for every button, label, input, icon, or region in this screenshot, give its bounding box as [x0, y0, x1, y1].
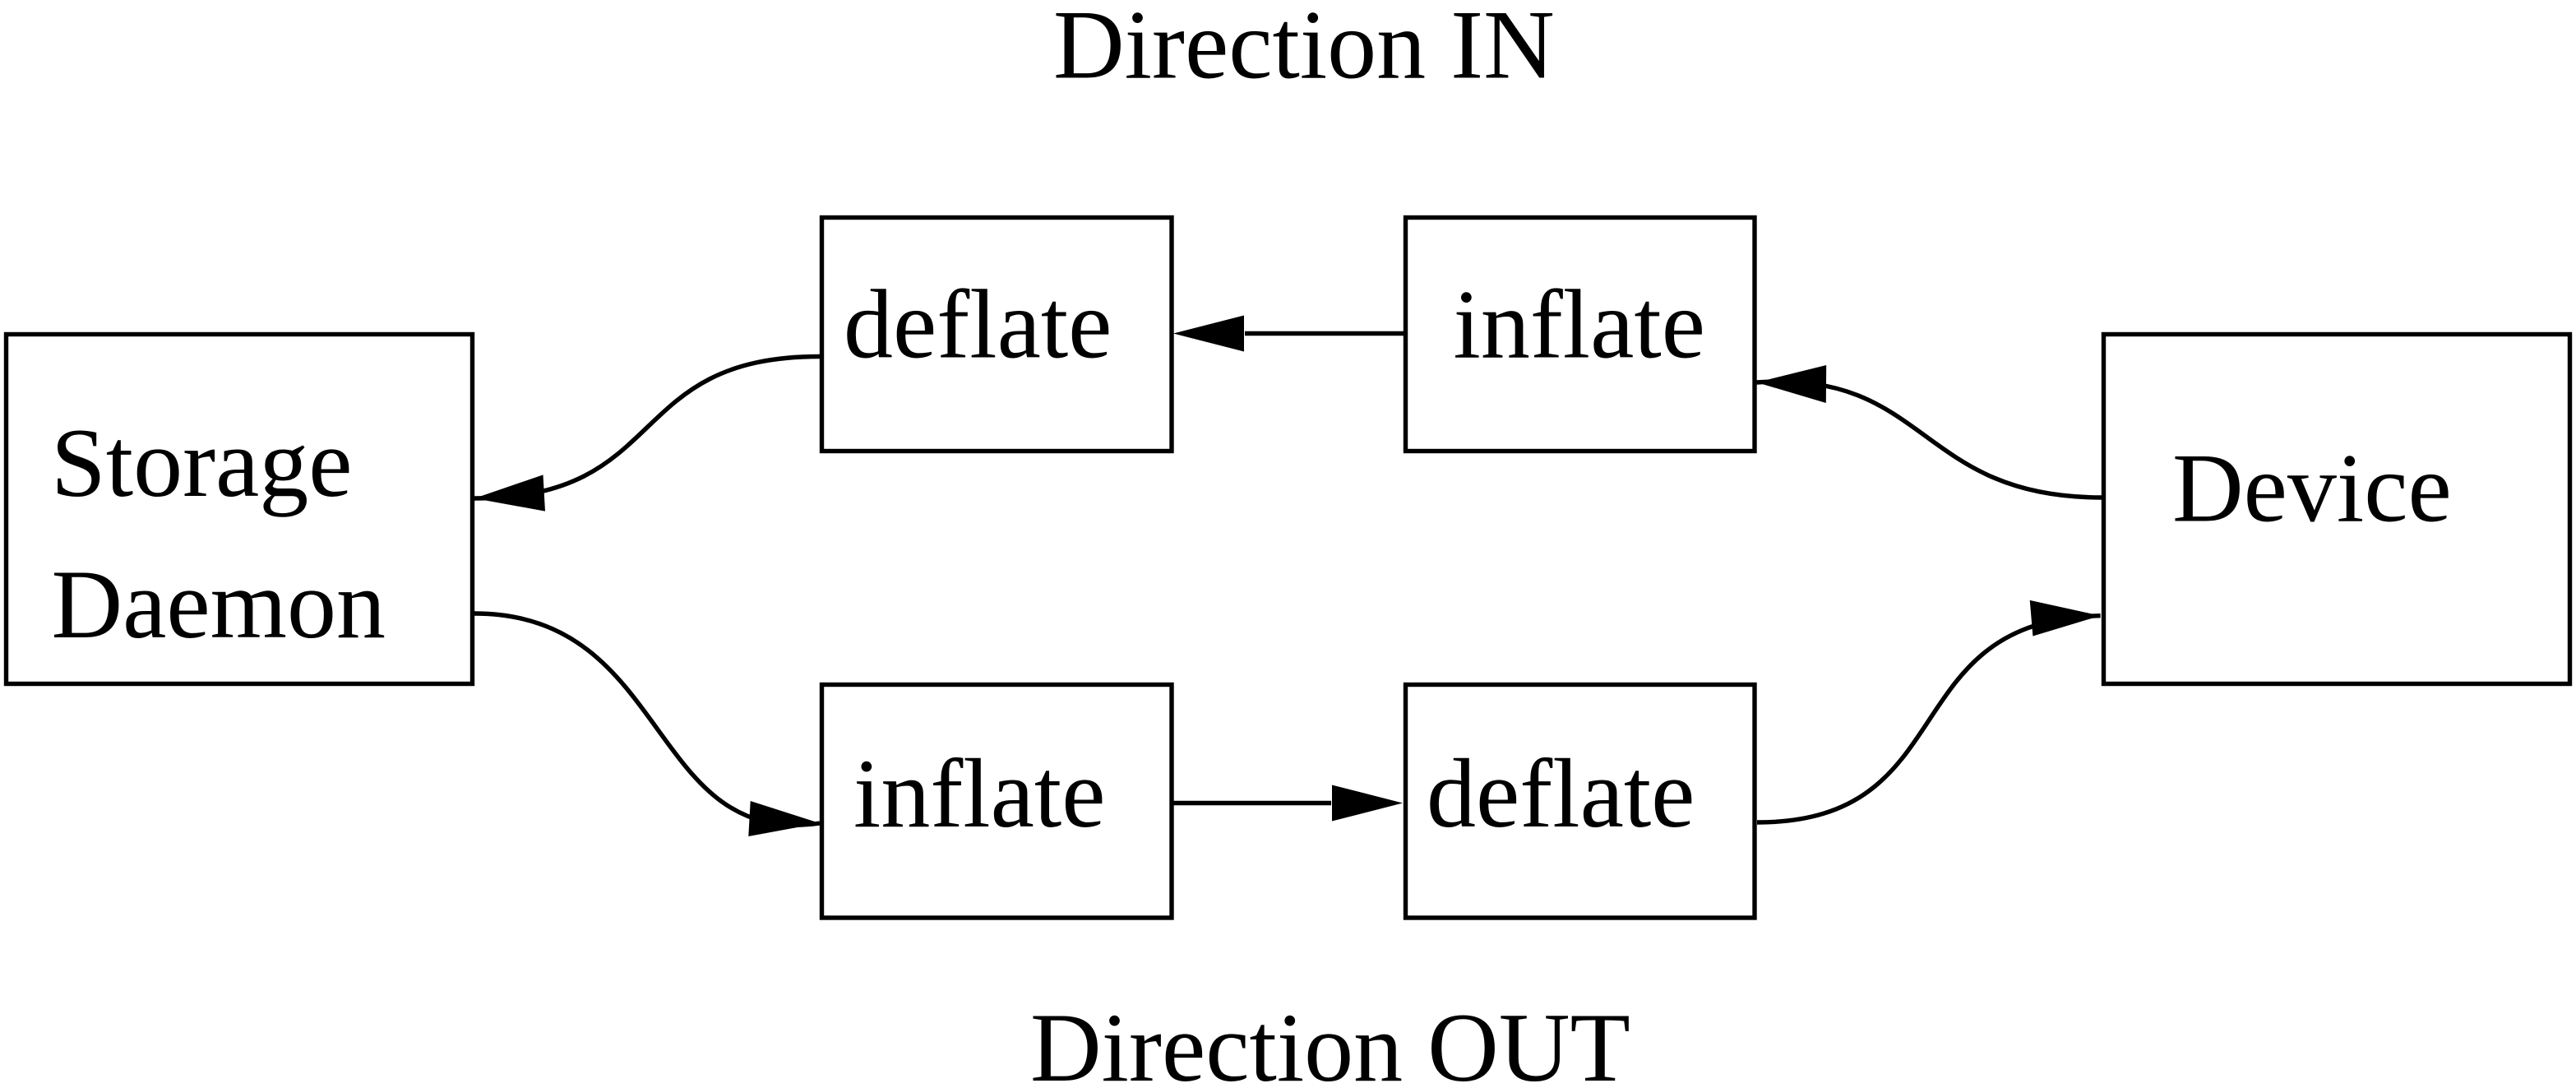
- svg-text:Direction IN: Direction IN: [1053, 0, 1555, 99]
- svg-text:inflate: inflate: [853, 738, 1106, 848]
- svg-text:Direction OUT: Direction OUT: [1030, 993, 1630, 1088]
- svg-text:Device: Device: [2172, 433, 2452, 543]
- svg-text:deflate: deflate: [844, 270, 1112, 379]
- svg-text:Storage: Storage: [51, 408, 353, 517]
- svg-text:inflate: inflate: [1454, 270, 1706, 379]
- svg-text:deflate: deflate: [1427, 738, 1695, 848]
- svg-text:Daemon: Daemon: [52, 549, 386, 659]
